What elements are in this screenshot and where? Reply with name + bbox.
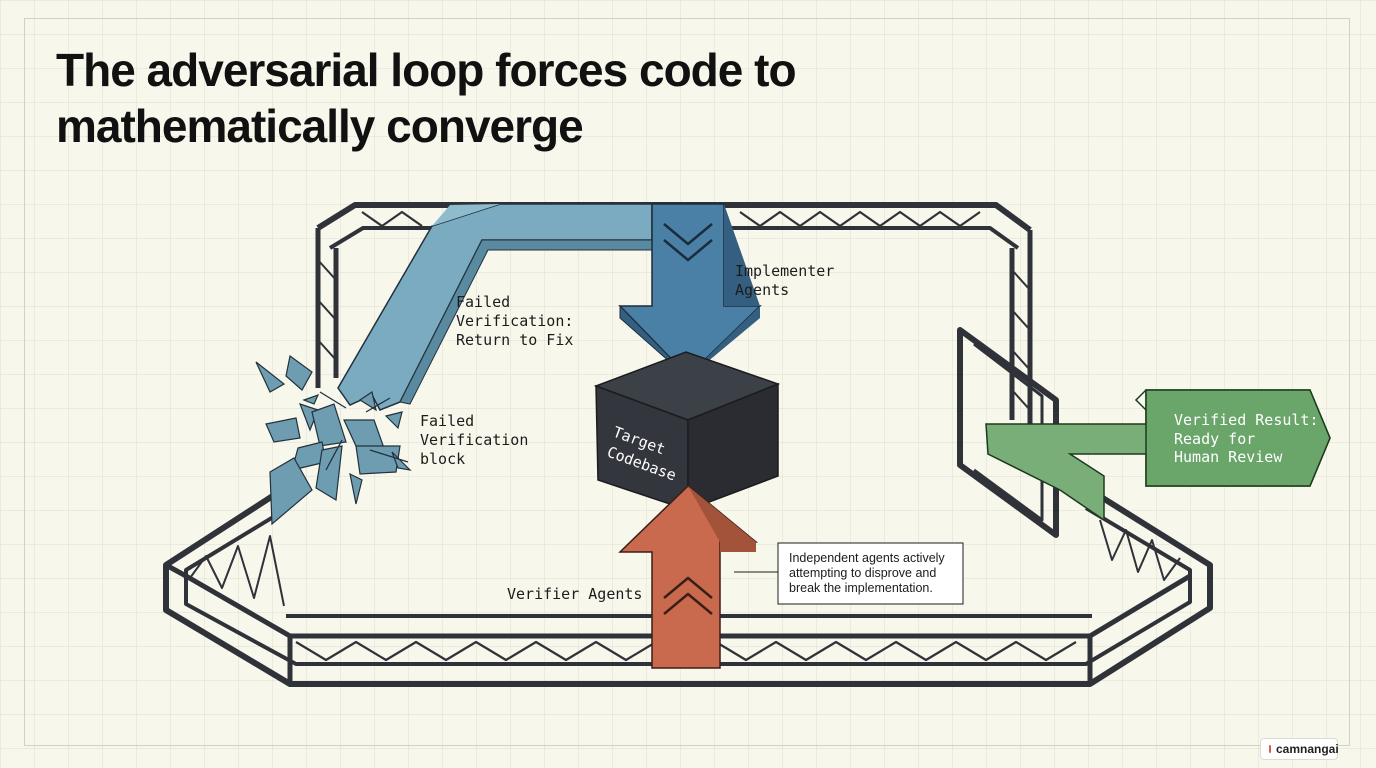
brand-name: camnangai [1276,742,1339,756]
failed-return-label-line3: Return to Fix [456,331,573,349]
failed-return-label-line1: Failed [456,293,510,311]
target-codebase-cube: Target Codebase [593,351,781,512]
slide-title: The adversarial loop forces code to math… [56,44,797,152]
failed-block-label-line3: block [420,450,465,468]
verified-label-line1: Verified Result: [1174,411,1319,429]
verifier-arrow [618,484,759,669]
implementer-label-line1: Implementer [735,262,834,280]
annotation-box [777,542,964,605]
crack-lines [319,391,409,471]
slide-border [24,18,1350,746]
annotation-line1: Independent agents actively [789,551,945,565]
verified-label-line2: Ready for [1174,430,1255,448]
verified-label-line3: Human Review [1174,448,1283,466]
implementer-label-line2: Agents [735,281,789,299]
failed-block-label-line2: Verification [420,431,528,449]
annotation-line3: break the implementation. [789,581,933,595]
annotation-line2: attempting to disprove and [789,566,936,580]
failed-block-label-line1: Failed [420,412,474,430]
brand-badge[interactable]: camnangai [1260,738,1339,760]
failed-return-label-line2: Verification: [456,312,573,330]
verifier-label: Verifier Agents [507,585,642,603]
brand-logo-icon [1269,745,1271,753]
broken-shards [255,354,412,526]
verified-result-arrow: Verified Result: Ready for Human Review [985,389,1331,522]
